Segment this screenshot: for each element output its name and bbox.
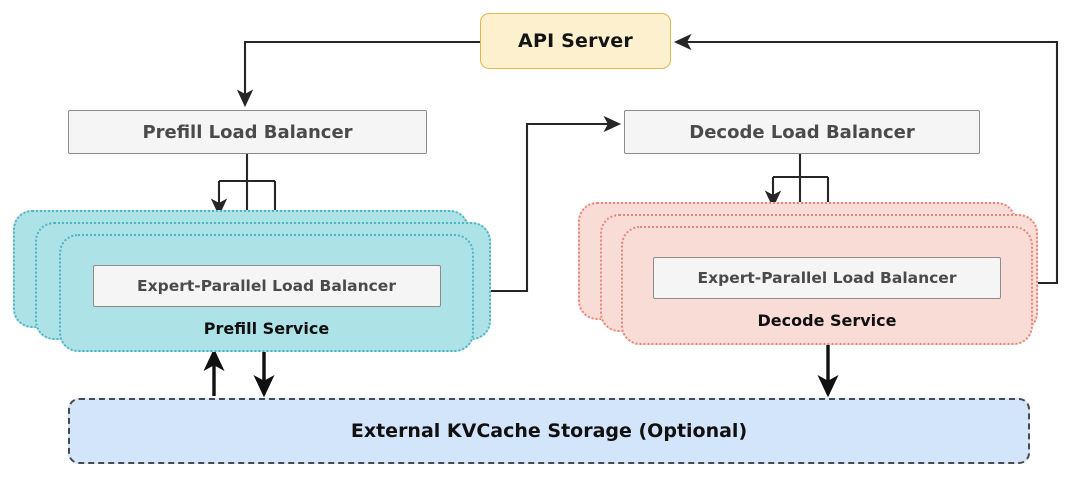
prefill-service-replica-front[interactable]: Expert-Parallel Load Balancer Prefill Se… bbox=[59, 234, 474, 352]
decode-service-replica-front[interactable]: Expert-Parallel Load Balancer Decode Ser… bbox=[621, 226, 1033, 345]
decode-service-label: Decode Service bbox=[757, 311, 897, 330]
decode-load-balancer-node[interactable]: Decode Load Balancer bbox=[624, 110, 980, 154]
external-kvcache-storage-node[interactable]: External KVCache Storage (Optional) bbox=[68, 398, 1030, 464]
prefill-service-label: Prefill Service bbox=[203, 319, 330, 338]
decode-expert-parallel-load-balancer[interactable]: Expert-Parallel Load Balancer bbox=[653, 257, 1001, 299]
prefill-load-balancer-node[interactable]: Prefill Load Balancer bbox=[68, 110, 427, 154]
api-server-node[interactable]: API Server bbox=[480, 13, 671, 69]
prefill-expert-parallel-load-balancer[interactable]: Expert-Parallel Load Balancer bbox=[92, 265, 441, 307]
edge-api-to-prefill-lb bbox=[236, 40, 480, 108]
